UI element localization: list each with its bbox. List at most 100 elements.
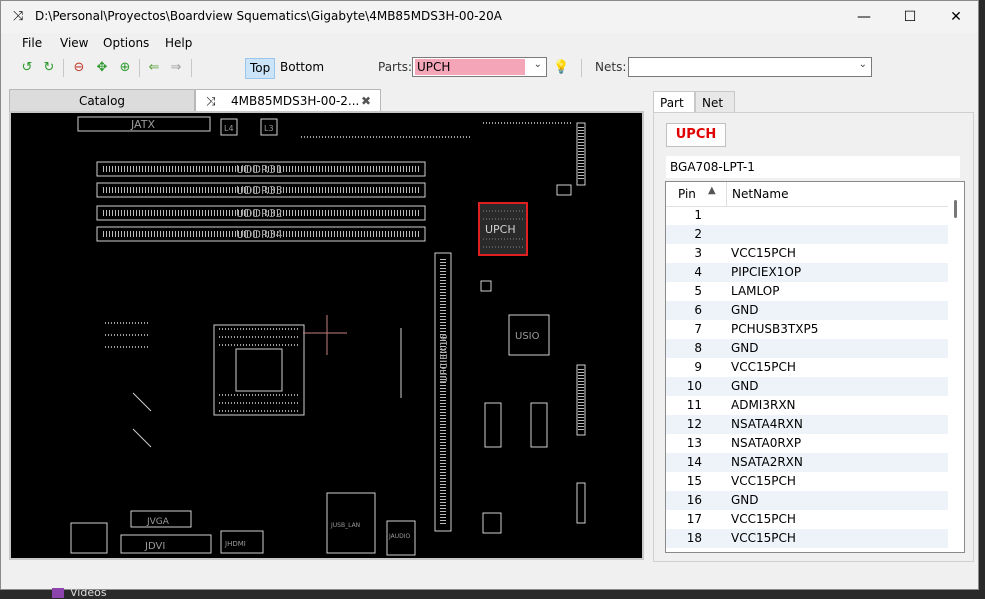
ic-a[interactable] (484, 402, 502, 448)
l4-inductor[interactable] (220, 118, 238, 136)
vertical-scrollbar[interactable] (948, 182, 964, 552)
package-name: BGA708-LPT-1 (666, 156, 960, 178)
upch-chip[interactable] (478, 202, 528, 256)
minimize-button[interactable]: — (841, 1, 887, 33)
ic-b[interactable] (530, 402, 548, 448)
background-videos-label[interactable]: Videos (70, 586, 107, 599)
jvga-connector[interactable] (130, 510, 192, 528)
part-name-badge[interactable]: UPCH (666, 123, 726, 147)
menu-options[interactable]: Options (103, 36, 150, 50)
rotate-right-icon[interactable]: ↻ (43, 60, 55, 75)
col-pin[interactable]: Pin (678, 187, 696, 201)
pin-cell: 13 (686, 436, 702, 450)
pin-cell: 11 (686, 398, 702, 412)
label-ddr3: UDDR33 (236, 184, 283, 197)
menu-view[interactable]: View (60, 36, 89, 50)
small-chip[interactable] (482, 512, 502, 534)
pin-cell: 9 (694, 360, 702, 374)
jdvi-connector[interactable] (120, 534, 212, 554)
table-row[interactable]: 1 (666, 206, 948, 225)
menu-file[interactable]: File (22, 36, 43, 50)
pin-cell: 17 (686, 512, 702, 526)
small-part[interactable] (480, 280, 492, 292)
close-button[interactable]: ✕ (933, 1, 978, 33)
small-part[interactable] (556, 184, 572, 196)
arrow-left-icon[interactable]: ⇐ (148, 60, 160, 75)
zoom-out-icon[interactable]: ⊖ (73, 60, 85, 75)
chevron-down-icon[interactable]: ⌄ (858, 59, 867, 70)
tab-net[interactable]: Net (695, 91, 735, 113)
sort-ascending-icon: ▲ (708, 185, 716, 196)
header-right-mid[interactable] (576, 364, 586, 436)
ddr-slot-1[interactable] (96, 161, 426, 177)
videos-folder-icon (52, 588, 64, 598)
jatx-connector[interactable] (77, 116, 211, 132)
pin-cell: 2 (694, 227, 702, 241)
pin-cell: 15 (686, 474, 702, 488)
parts-combobox[interactable]: UPCH ⌄ (412, 57, 547, 77)
jusb-lan-connector[interactable] (326, 492, 376, 554)
toolbar-separator (191, 59, 192, 77)
l3-inductor[interactable] (260, 118, 278, 136)
lightbulb-icon[interactable]: 💡 (553, 60, 570, 75)
tab-catalog[interactable]: Catalog (9, 89, 195, 111)
nets-combobox-value[interactable] (631, 59, 633, 75)
close-tab-icon[interactable]: ✖ (361, 94, 372, 108)
top-side-toggle[interactable]: Top (245, 58, 276, 79)
boardview-canvas[interactable]: JATX L4 L3 UDDR31 UDDR33 UDDR32 UDDR34 U… (9, 111, 644, 560)
cpu-socket[interactable] (213, 324, 305, 416)
jaudio-connector[interactable] (386, 520, 416, 556)
arrow-right-icon[interactable]: ⇒ (170, 60, 182, 75)
header-right-top[interactable] (576, 122, 586, 186)
toolbar-separator (581, 59, 582, 77)
label-l3: L3 (264, 124, 274, 133)
nets-combobox[interactable]: ⌄ (628, 57, 872, 77)
board-drawing[interactable]: JATX L4 L3 UDDR31 UDDR33 UDDR32 UDDR34 U… (11, 113, 642, 558)
col-netname[interactable]: NetName (732, 187, 789, 201)
bottom-side-toggle[interactable]: Bottom (280, 60, 325, 74)
net-cell: NSATA0RXP (731, 436, 802, 450)
ddr-slot-2[interactable] (96, 205, 426, 221)
chevron-down-icon[interactable]: ⌄ (533, 59, 542, 70)
table-row[interactable]: 2 (666, 225, 948, 244)
window-title: D:\Personal\Proyectos\Boardview Squemati… (35, 9, 502, 23)
zoom-in-icon[interactable]: ⊕ (119, 60, 131, 75)
part-diag-1 (132, 392, 152, 412)
net-cell: VCC15PCH (731, 474, 796, 488)
usio-chip[interactable] (508, 314, 550, 356)
ddr-slot-3[interactable] (96, 182, 426, 198)
scrollbar-thumb[interactable] (954, 200, 957, 218)
header-right-bottom[interactable] (576, 482, 586, 524)
jhdmi-connector[interactable] (220, 530, 264, 554)
ddr-slot-4[interactable] (96, 226, 426, 242)
pcie-slot[interactable] (434, 252, 452, 532)
column-divider[interactable] (726, 182, 727, 206)
rotate-left-icon[interactable]: ↺ (21, 60, 33, 75)
pin-cell: 1 (694, 208, 702, 222)
tab-part[interactable]: Part (653, 91, 695, 113)
table-row[interactable]: 15 VCC15PCH (666, 472, 948, 491)
table-row[interactable]: 13 NSATA0RXP (666, 434, 948, 453)
maximize-button[interactable]: ☐ (887, 1, 933, 33)
parts-combobox-value[interactable]: UPCH (415, 59, 525, 75)
menu-help[interactable]: Help (165, 36, 193, 50)
zoom-fit-icon[interactable]: ✥ (96, 60, 108, 75)
tab-document[interactable]: ⤨ 4MB85MDS3H-00-2... ✖ (195, 89, 381, 111)
usb-header[interactable] (70, 522, 108, 554)
